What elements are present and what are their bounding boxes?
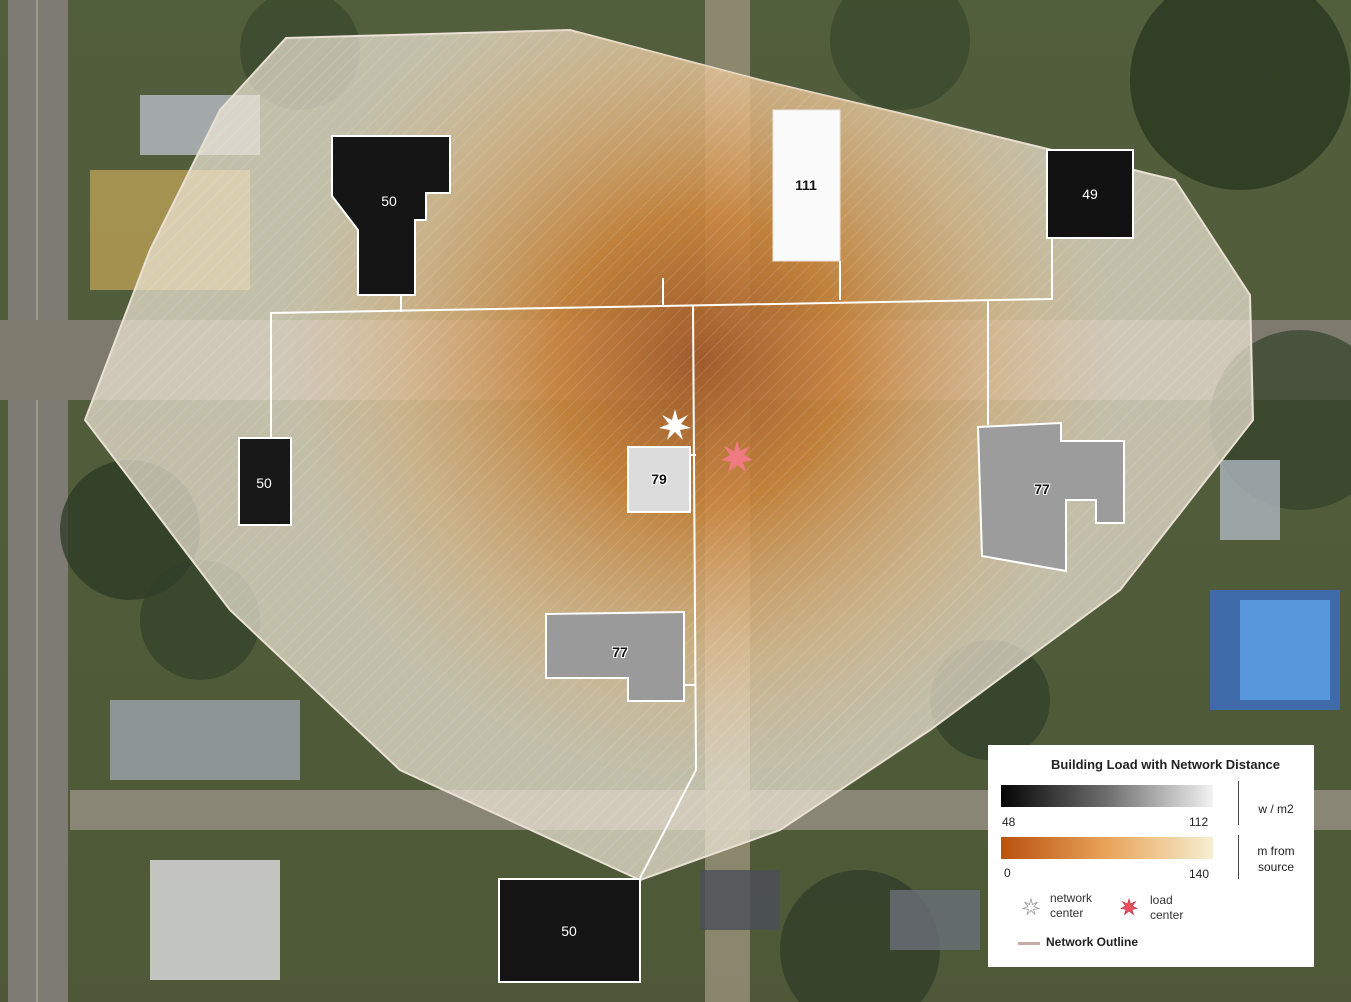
legend-outline-swatch xyxy=(1018,942,1040,945)
legend-network-center-label: network center xyxy=(1050,891,1092,921)
legend-load-center-label: load center xyxy=(1150,893,1183,923)
load-color-ramp xyxy=(1001,785,1213,807)
building-north[interactable] xyxy=(772,109,841,262)
legend-title: Building Load with Network Distance xyxy=(1051,757,1280,772)
legend-separator-2 xyxy=(1238,835,1239,879)
load-center-line1: load xyxy=(1150,893,1173,907)
building-east[interactable] xyxy=(976,421,1125,573)
building-bottom[interactable] xyxy=(498,878,641,983)
distance-min-label: 0 xyxy=(1004,866,1011,880)
load-center-icon xyxy=(721,441,753,472)
legend-separator-1 xyxy=(1238,781,1239,825)
network-center-icon xyxy=(659,409,691,440)
load-min-label: 48 xyxy=(1002,815,1016,829)
network-trunk-south xyxy=(639,304,698,879)
building-ne[interactable] xyxy=(1046,149,1134,239)
network-lines xyxy=(270,238,1053,879)
distance-unit-label: m from source xyxy=(1250,843,1302,875)
distance-unit-line2: source xyxy=(1257,860,1295,874)
network-center-line1: network xyxy=(1050,891,1093,905)
load-max-label: 112 xyxy=(1189,815,1209,829)
building-south[interactable] xyxy=(545,610,685,702)
legend-load-center-icon xyxy=(1120,897,1138,916)
distance-color-ramp xyxy=(1001,837,1213,859)
buildings xyxy=(238,109,1134,983)
legend-network-center-icon xyxy=(1021,897,1041,915)
building-center[interactable] xyxy=(627,446,691,513)
network-main-line xyxy=(270,238,1053,437)
distance-max-label: 140 xyxy=(1189,867,1210,881)
load-unit-label: w / m2 xyxy=(1258,802,1294,816)
load-center-line2: center xyxy=(1150,908,1184,922)
building-west[interactable] xyxy=(238,437,292,526)
legend-outline-label: Network Outline xyxy=(1046,935,1139,949)
building-nw[interactable] xyxy=(331,135,451,296)
map-legend: Building Load with Network Distance 48 1… xyxy=(988,745,1314,967)
distance-unit-line1: m from xyxy=(1257,844,1295,858)
network-center-line2: center xyxy=(1050,906,1084,920)
